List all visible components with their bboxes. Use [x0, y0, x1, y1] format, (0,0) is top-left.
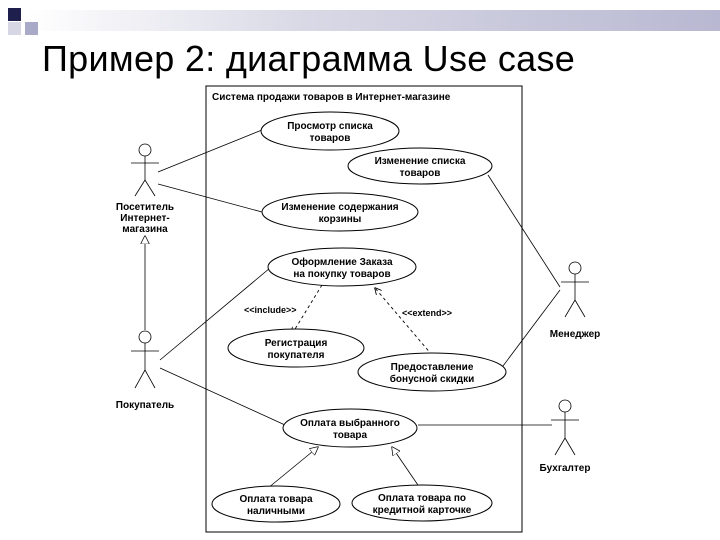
- assoc-visitor-view: [157, 129, 263, 173]
- use-case-payment: Оплата выбранного товара: [282, 408, 418, 448]
- decor-square-3: [8, 22, 21, 35]
- use-case-label: покупателя: [268, 350, 325, 361]
- use-case-label: Оформление Заказа: [291, 256, 393, 268]
- extend-label: <<extend>>: [402, 308, 452, 318]
- use-case-label: Оплата товара: [239, 494, 313, 505]
- assoc-manager-bonus: [499, 289, 561, 371]
- actor-accountant: [551, 399, 579, 456]
- actor-visitor-label: Интернет-: [120, 213, 170, 224]
- actor-buyer: [131, 330, 159, 389]
- assoc-visitor-cart: [157, 183, 263, 213]
- actor-buyer-label: Покупатель: [116, 400, 174, 411]
- system-boundary: [205, 85, 523, 533]
- use-case-bonus: Предоставление бонусной скидки: [357, 352, 507, 392]
- use-case-registration: Регистрация покупателя: [227, 328, 365, 368]
- actor-accountant-label: Бухгалтер: [540, 463, 591, 474]
- generalization-card-payment: [392, 447, 423, 492]
- use-case-label: Оплата выбранного: [300, 417, 400, 429]
- use-case-label: бонусной скидки: [390, 373, 475, 385]
- use-case-label: товаров: [310, 133, 351, 144]
- include-label: <<include>>: [244, 305, 297, 315]
- system-label: Система продажи товаров в Интернет-магаз…: [212, 92, 451, 103]
- decor-square-1: [8, 8, 21, 21]
- title-rule: [26, 10, 720, 31]
- use-case-label: Оплата товара по: [378, 493, 466, 504]
- use-case-pay-card: Оплата товара по кредитной карточке: [351, 484, 493, 522]
- use-case-label: товаров: [400, 168, 441, 179]
- use-case-change-list: Изменение списка товаров: [347, 147, 493, 185]
- actor-visitor: [131, 143, 159, 197]
- use-case-view-list: Просмотр списка товаров: [260, 111, 400, 151]
- actor-visitor-label: Посетитель: [116, 202, 174, 213]
- use-case-label: товара: [333, 430, 368, 441]
- use-case-change-cart: Изменение содержания корзины: [261, 192, 419, 232]
- use-case-label: Регистрация: [265, 338, 328, 349]
- assoc-buyer-order: [159, 267, 271, 361]
- actor-visitor-label: магазина: [122, 224, 168, 235]
- use-case-label: Изменение списка: [375, 156, 466, 167]
- assoc-buyer-payment: [159, 367, 286, 426]
- slide-title: Пример 2: диаграмма Use case: [42, 38, 576, 79]
- use-case-place-order: Оформление Заказа на покупку товаров: [267, 247, 417, 287]
- use-case-label: Предоставление: [391, 362, 474, 373]
- use-case-label: наличными: [247, 506, 305, 517]
- use-case-label: кредитной карточке: [373, 505, 472, 516]
- use-case-label: на покупку товаров: [293, 269, 390, 280]
- use-case-label: Изменение содержания: [281, 202, 398, 213]
- extend-arrow: [375, 288, 433, 356]
- generalization-cash-payment: [261, 447, 318, 494]
- use-case-label: Просмотр списка: [287, 121, 373, 132]
- assoc-manager-change-list: [487, 174, 561, 288]
- use-case-label: корзины: [319, 214, 362, 225]
- decor-square-2: [25, 22, 38, 35]
- actor-manager: [561, 261, 589, 318]
- use-case-pay-cash: Оплата товара наличными: [211, 485, 341, 523]
- actor-manager-label: Менеджер: [550, 329, 600, 340]
- associations: [157, 129, 561, 426]
